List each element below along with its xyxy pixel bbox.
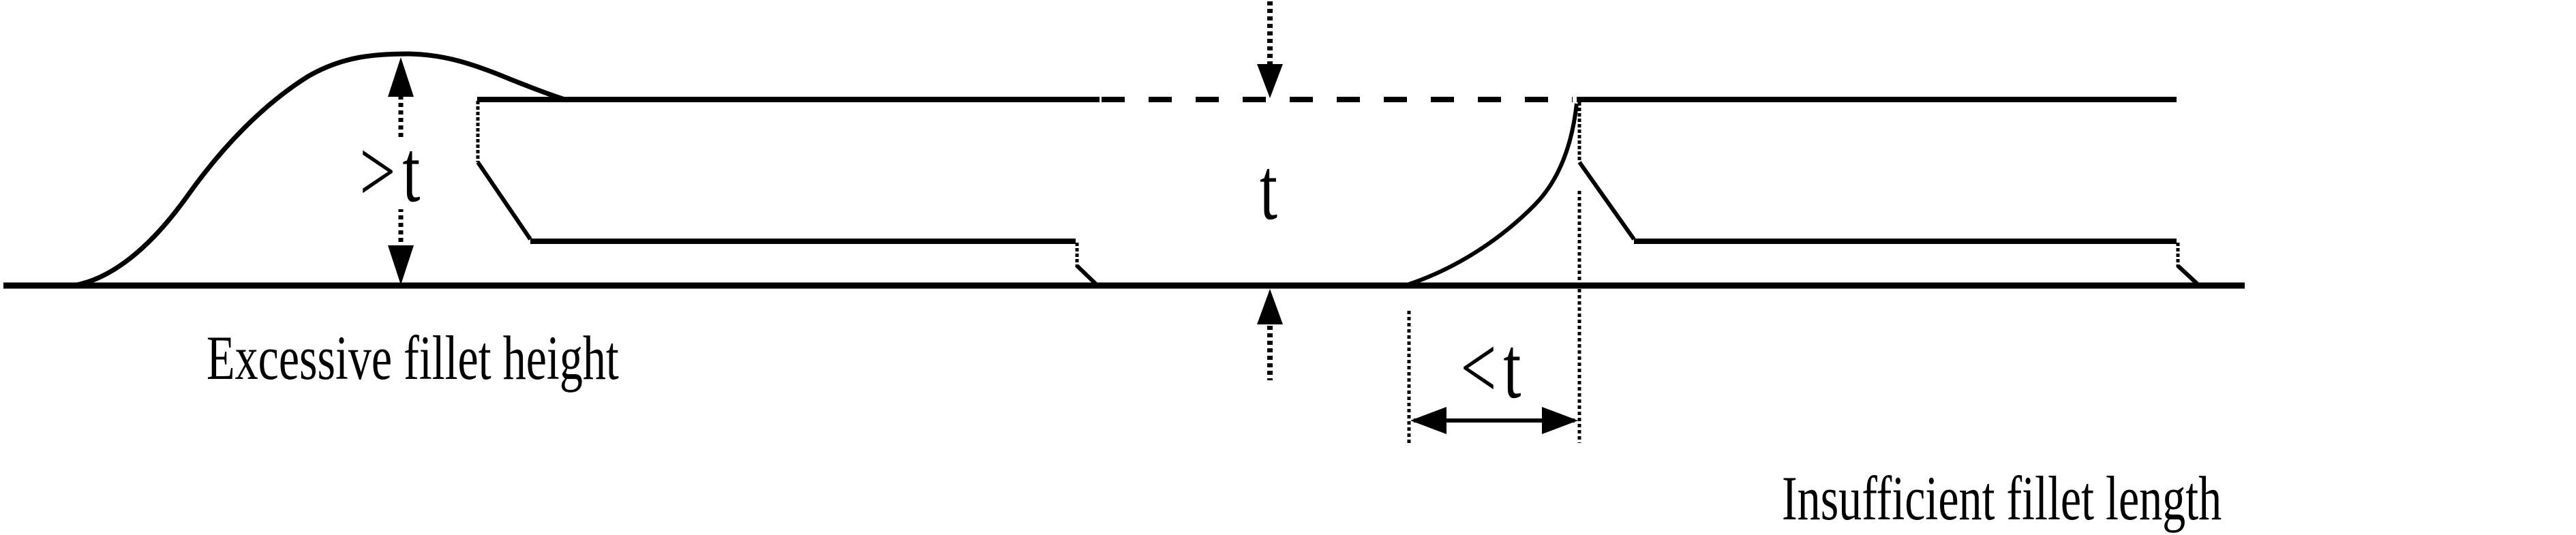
insufficient-fillet-figure: <t Insufficient fillet length — [1407, 97, 2222, 533]
left-component-right-chamfer — [1075, 264, 1098, 286]
thickness-label: t — [1260, 140, 1284, 239]
height-dimension-label: >t — [360, 122, 427, 221]
right-component-right-chamfer — [2176, 264, 2200, 286]
fillet-length-arrow-right-head — [1542, 407, 1578, 434]
thickness-down-arrow-head — [1257, 64, 1283, 98]
excessive-fillet-figure: >t Excessive fillet height — [73, 51, 1100, 393]
height-arrow-down-head — [388, 245, 414, 285]
height-label-backing — [353, 138, 438, 209]
left-component-left-chamfer — [476, 161, 532, 241]
right-figure-caption: Insufficient fillet length — [1782, 463, 2222, 533]
excess-fillet-curve — [73, 51, 569, 288]
left-figure-caption: Excessive fillet height — [207, 323, 619, 393]
insufficient-fillet-curve — [1408, 103, 1579, 286]
fillet-length-arrow-left-head — [1410, 407, 1446, 434]
fillet-length-label: <t — [1461, 318, 1528, 417]
height-arrow-up-head — [388, 57, 414, 97]
thickness-up-arrow-head — [1257, 289, 1283, 324]
material-thickness-dimension: t — [1102, 1, 1573, 380]
right-component-left-chamfer — [1577, 161, 1636, 241]
